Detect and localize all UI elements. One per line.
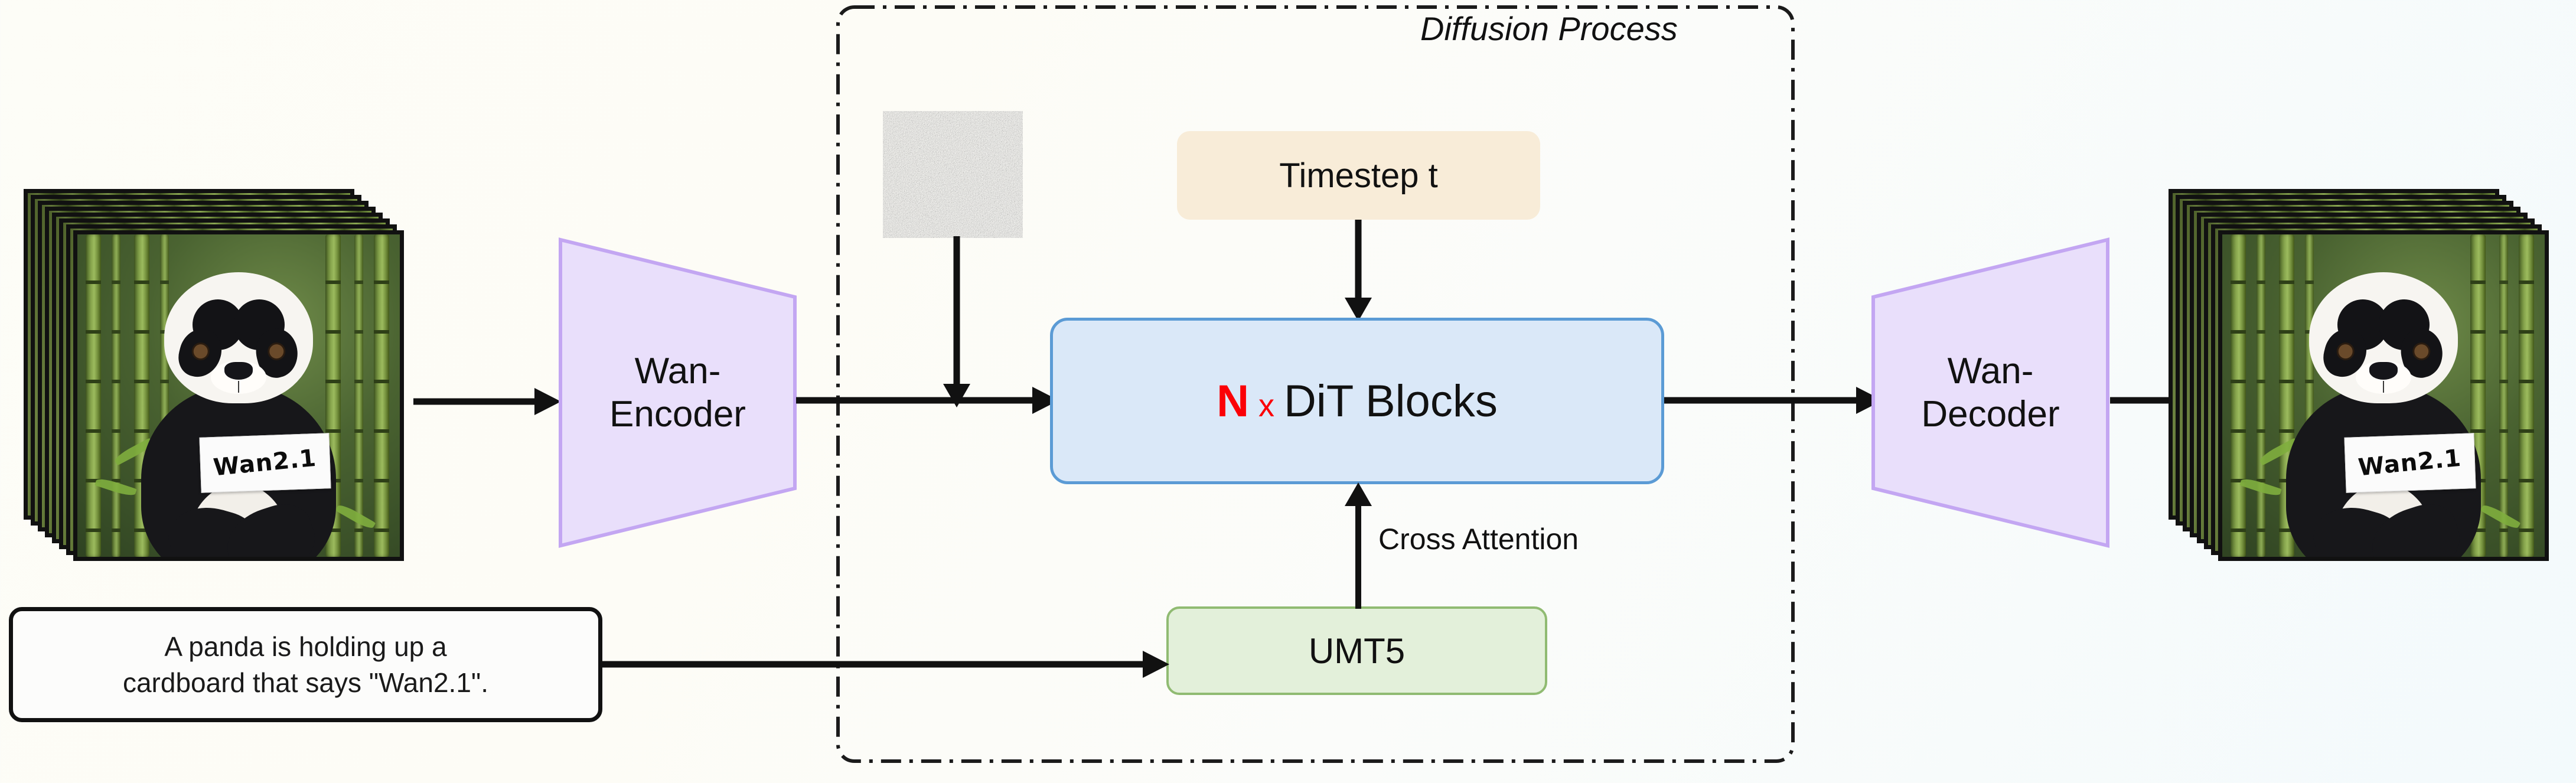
prompt-box[interactable]: A panda is holding up a cardboard that s…: [9, 607, 602, 722]
arrow-timestep-to-dit: [1345, 220, 1372, 321]
sign-text: Wan2.1: [212, 444, 318, 482]
wan-encoder-label: Wan- Encoder: [609, 350, 746, 435]
prompt-line-2: cardboard that says "Wan2.1".: [122, 667, 489, 698]
arrow-noise-to-flow: [943, 236, 970, 407]
arrow-video-to-encoder: [413, 388, 561, 415]
sign-card: Wan2.1: [199, 433, 331, 493]
timestep-label: Timestep t: [1279, 156, 1438, 195]
panda-photo: Wan2.1: [2222, 234, 2545, 557]
wan-decoder-node[interactable]: Wan- Decoder: [1871, 236, 2110, 549]
arrow-umt5-to-dit: [1345, 482, 1372, 609]
prompt-line-1: A panda is holding up a: [164, 631, 447, 662]
dit-times-symbol: x: [1258, 387, 1275, 423]
umt5-node[interactable]: UMT5: [1166, 606, 1547, 695]
dit-blocks-node[interactable]: N x DiT Blocks: [1050, 318, 1664, 484]
wan-decoder-label: Wan- Decoder: [1921, 350, 2060, 435]
cross-attention-label: Cross Attention: [1378, 523, 1579, 556]
sign-card: Wan2.1: [2344, 433, 2476, 493]
panda-photo: Wan2.1: [77, 234, 400, 557]
arrow-prompt-to-umt5: [602, 651, 1169, 678]
sign-text: Wan2.1: [2357, 444, 2463, 482]
dit-repeat-count: N: [1217, 376, 1250, 426]
output-video-frames: Wan2.1: [2169, 189, 2576, 567]
umt5-label: UMT5: [1308, 631, 1406, 671]
diffusion-process-group: [836, 5, 1795, 764]
diffusion-process-title: Diffusion Process: [1420, 10, 1678, 47]
wan-encoder-node[interactable]: Wan- Encoder: [558, 236, 797, 549]
timestep-node[interactable]: Timestep t: [1177, 131, 1540, 220]
arrow-encoder-to-dit: [796, 387, 1059, 414]
dit-blocks-label: DiT Blocks: [1284, 376, 1498, 426]
arrow-dit-to-decoder: [1664, 387, 1883, 414]
noise-latent-patch: [883, 111, 1023, 238]
input-video-frames: Wan2.1: [24, 189, 437, 567]
